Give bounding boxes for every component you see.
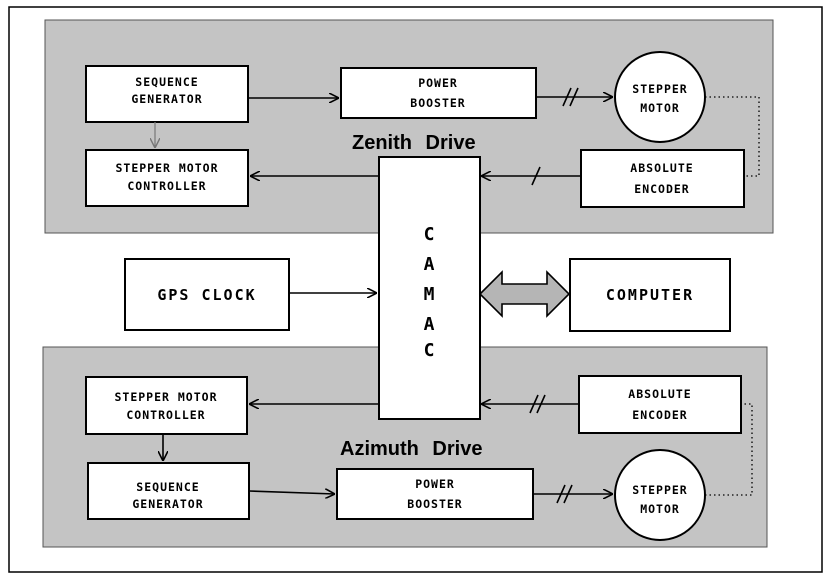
camac-letter-4: A <box>424 314 435 335</box>
azimuth-seqgen-to-booster-arrow <box>248 491 335 494</box>
azimuth-sequence-generator-line2: GENERATOR <box>132 497 203 511</box>
camac-letter-5: C <box>424 340 435 361</box>
azimuth-bus-slash-mark <box>556 484 573 504</box>
gps-clock-box <box>124 258 290 331</box>
camac-box <box>378 156 481 420</box>
zenith-encoder-line2: ENCODER <box>634 182 689 196</box>
zenith-stepper-motor-circle <box>614 51 706 143</box>
camac-letter-1: C <box>424 224 435 245</box>
azimuth-controller-line1: STEPPER MOTOR <box>114 390 217 404</box>
camac-letter-2: A <box>424 254 435 275</box>
gps-clock-label: GPS CLOCK <box>157 286 256 304</box>
zenith-power-booster-line1: POWER <box>418 76 458 90</box>
zenith-power-booster-box <box>340 67 537 119</box>
azimuth-encoder-line1: ABSOLUTE <box>628 387 691 401</box>
azimuth-sequence-generator-box <box>87 462 250 520</box>
azimuth-encoder-slash-mark <box>529 394 546 414</box>
computer-box <box>569 258 731 332</box>
azimuth-encoder-line2: ENCODER <box>632 408 687 422</box>
azimuth-power-booster-line1: POWER <box>415 477 455 491</box>
azimuth-drive-title: Azimuth Drive <box>340 438 482 460</box>
zenith-encoder-line1: ABSOLUTE <box>630 161 693 175</box>
zenith-controller-line1: STEPPER MOTOR <box>115 161 218 175</box>
azimuth-motor-encoder-link <box>705 403 753 496</box>
computer-label: COMPUTER <box>606 286 694 304</box>
zenith-encoder-slash-mark <box>531 166 541 186</box>
camac-letter-3: M <box>424 284 435 305</box>
zenith-motor-encoder-link <box>705 96 760 177</box>
zenith-sequence-generator-line1: SEQUENCE <box>135 75 198 89</box>
azimuth-power-booster-box <box>336 468 534 520</box>
azimuth-stepper-motor-line1: STEPPER <box>632 483 687 497</box>
zenith-bus-slash-mark <box>562 87 579 107</box>
zenith-power-booster-line2: BOOSTER <box>410 96 465 110</box>
zenith-controller-box <box>85 149 249 207</box>
azimuth-controller-line2: CONTROLLER <box>126 408 205 422</box>
zenith-controller-line2: CONTROLLER <box>127 179 206 193</box>
zenith-encoder-box <box>580 149 745 208</box>
zenith-sequence-generator-line2: GENERATOR <box>131 92 202 106</box>
camac-computer-bidirectional-arrow <box>478 270 571 318</box>
zenith-stepper-motor-line2: MOTOR <box>640 101 680 115</box>
zenith-sequence-generator-box <box>85 65 249 123</box>
azimuth-power-booster-line2: BOOSTER <box>407 497 462 511</box>
azimuth-controller-box <box>85 376 248 435</box>
zenith-stepper-motor-line1: STEPPER <box>632 82 687 96</box>
outer-frame <box>8 6 823 573</box>
zenith-drive-title: Zenith Drive <box>352 132 476 154</box>
azimuth-stepper-motor-line2: MOTOR <box>640 502 680 516</box>
azimuth-encoder-box <box>578 375 742 434</box>
azimuth-sequence-generator-line1: SEQUENCE <box>136 480 199 494</box>
